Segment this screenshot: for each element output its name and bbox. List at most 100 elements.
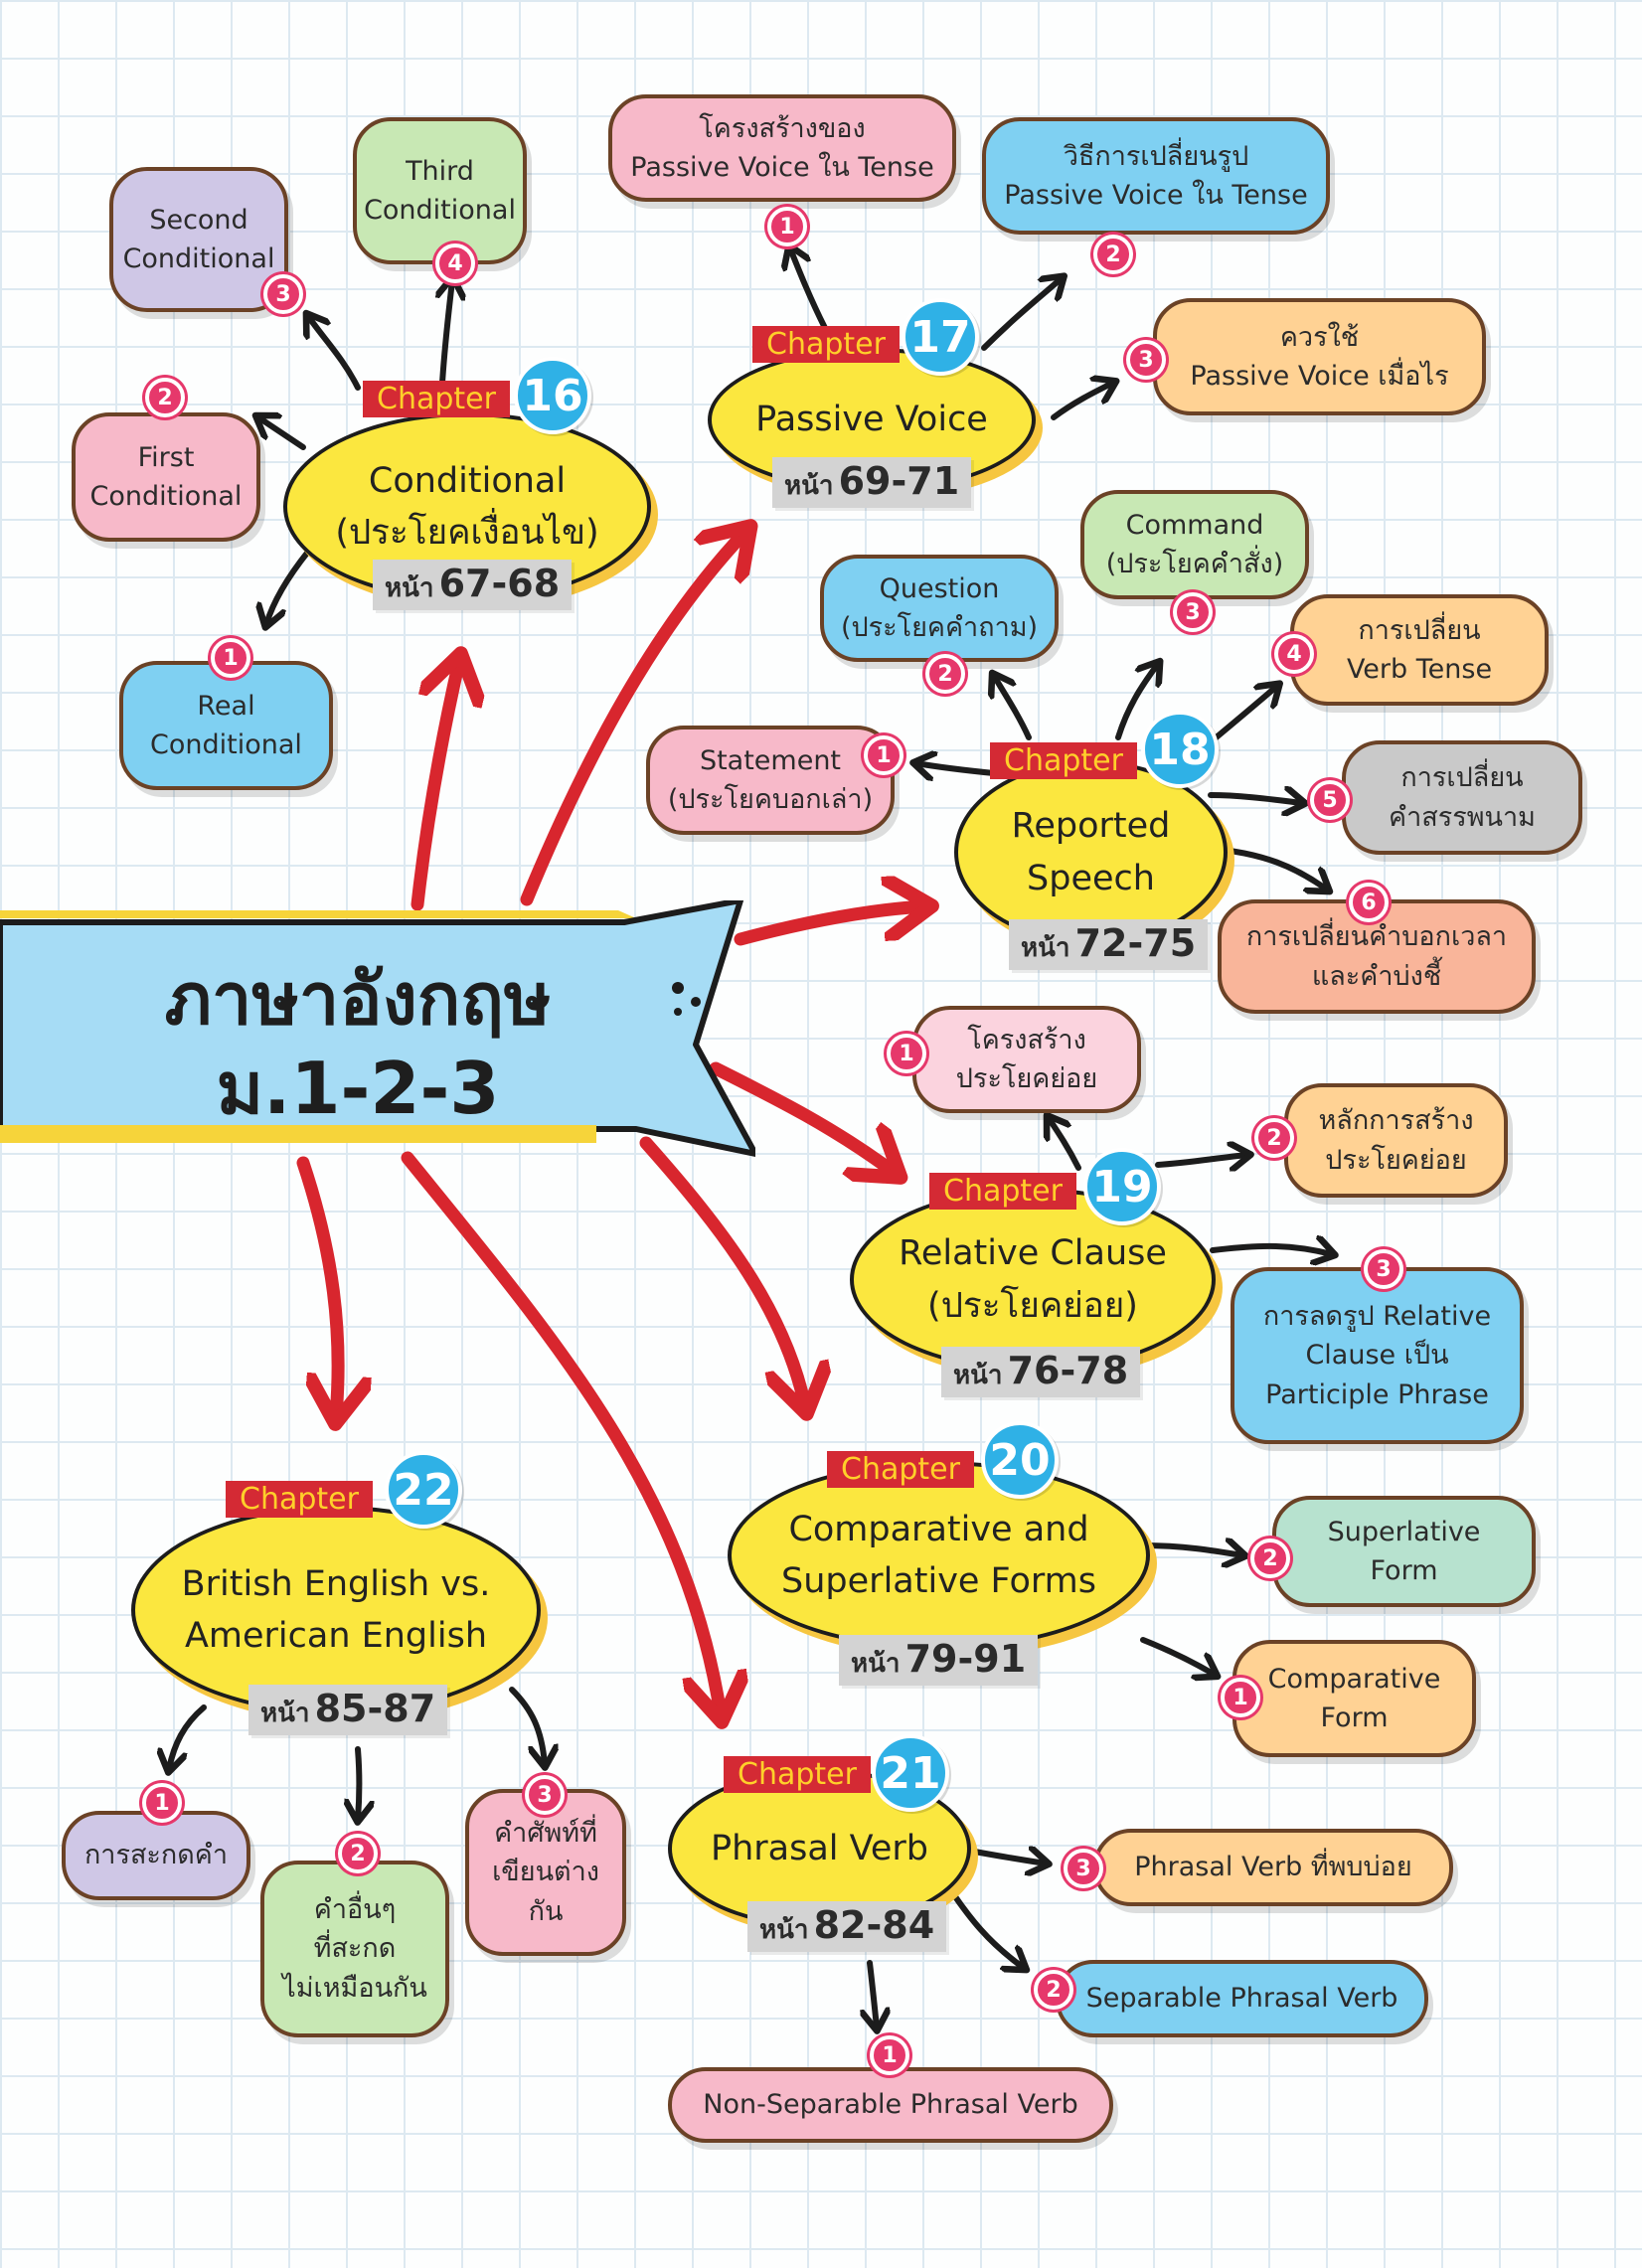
chapter-number: 16 bbox=[514, 357, 591, 434]
badge-18-4: 4 bbox=[1274, 634, 1314, 674]
page-range: หน้า 79-91 bbox=[839, 1635, 1039, 1686]
chapter-18-node[interactable]: Reported Speech Chapter 18 หน้า 72-75 bbox=[954, 711, 1242, 979]
link-17-3 bbox=[1051, 383, 1113, 420]
link-18-2 bbox=[994, 676, 1032, 740]
badge-18-6: 6 bbox=[1349, 883, 1389, 922]
badge-19-3: 3 bbox=[1364, 1249, 1403, 1289]
sub-19-3[interactable]: การลดรูป Relative Clause เป็น Participle… bbox=[1231, 1267, 1524, 1444]
badge-21-1: 1 bbox=[870, 2035, 909, 2075]
link-18-6 bbox=[1220, 847, 1327, 890]
chapter-number: 22 bbox=[385, 1451, 462, 1529]
page-range: หน้า 72-75 bbox=[1009, 919, 1209, 970]
chapter-19-node[interactable]: Relative Clause (ประโยคย่อย) Chapter 19 … bbox=[850, 1148, 1218, 1411]
sub-19-1[interactable]: โครงสร้าง ประโยคย่อย bbox=[912, 1006, 1141, 1113]
page-range: หน้า 69-71 bbox=[772, 457, 972, 508]
link-16-1 bbox=[266, 549, 311, 624]
chapter-title: Relative Clause (ประโยคย่อย) bbox=[850, 1188, 1216, 1372]
sub-18-3[interactable]: Command (ประโยคคำสั่ง) bbox=[1080, 490, 1309, 599]
link-22-2 bbox=[358, 1746, 360, 1819]
page-range: หน้า 76-78 bbox=[941, 1347, 1141, 1397]
title-banner bbox=[0, 900, 755, 1157]
sub-16-4[interactable]: Third Conditional bbox=[353, 117, 527, 264]
chapter-number: 19 bbox=[1083, 1148, 1161, 1225]
link-20-1 bbox=[1140, 1637, 1215, 1675]
badge-17-2: 2 bbox=[1093, 235, 1133, 274]
sub-17-1[interactable]: โครงสร้างของ Passive Voice ใน Tense bbox=[608, 94, 956, 202]
sub-20-2[interactable]: Superlative Form bbox=[1272, 1496, 1536, 1607]
chapter-label: Chapter bbox=[724, 1756, 871, 1793]
badge-16-4: 4 bbox=[435, 243, 475, 283]
link-16-2 bbox=[258, 417, 306, 450]
link-22-1 bbox=[169, 1704, 207, 1769]
badge-18-3: 3 bbox=[1173, 592, 1213, 632]
sub-22-2[interactable]: คำอื่นๆ ที่สะกด ไม่เหมือนกัน bbox=[260, 1861, 449, 2037]
arrow-to-chapter-22 bbox=[296, 1156, 338, 1416]
badge-20-2: 2 bbox=[1250, 1539, 1290, 1578]
badge-21-2: 2 bbox=[1034, 1970, 1073, 2010]
badge-17-3: 3 bbox=[1126, 340, 1166, 380]
badge-18-5: 5 bbox=[1310, 780, 1350, 820]
sub-22-1[interactable]: การสะกดคำ bbox=[62, 1811, 250, 1900]
main-title: ภาษาอังกฤษ ม.1-2-3 bbox=[164, 957, 552, 1130]
link-19-1 bbox=[1049, 1118, 1081, 1171]
page-range: หน้า 67-68 bbox=[373, 560, 573, 610]
page-range: หน้า 82-84 bbox=[747, 1901, 947, 1952]
link-18-5 bbox=[1208, 795, 1302, 803]
sub-18-1[interactable]: Statement (ประโยคบอกเล่า) bbox=[646, 726, 895, 835]
sub-20-1[interactable]: Comparative Form bbox=[1232, 1640, 1476, 1757]
link-18-3 bbox=[1115, 664, 1158, 740]
sub-16-1[interactable]: Real Conditional bbox=[119, 661, 333, 790]
badge-16-1: 1 bbox=[211, 638, 250, 678]
sub-17-3[interactable]: ควรใช้ Passive Voice เมื่อไร bbox=[1153, 298, 1486, 415]
link-17-1 bbox=[790, 248, 828, 331]
arrow-to-chapter-20 bbox=[639, 1136, 805, 1406]
chapter-number: 18 bbox=[1141, 711, 1219, 788]
chapter-label: Chapter bbox=[929, 1173, 1076, 1210]
chapter-label: Chapter bbox=[226, 1481, 373, 1518]
arrow-to-chapter-17 bbox=[520, 532, 745, 906]
badge-22-1: 1 bbox=[142, 1783, 182, 1823]
badge-19-1: 1 bbox=[887, 1034, 926, 1073]
page-range: หน้า 85-87 bbox=[248, 1685, 448, 1735]
link-20-2 bbox=[1140, 1545, 1242, 1555]
chapter-label: Chapter bbox=[990, 742, 1137, 779]
chapter-number: 21 bbox=[872, 1734, 949, 1812]
link-19-3 bbox=[1210, 1246, 1332, 1254]
badge-22-2: 2 bbox=[338, 1834, 378, 1873]
sub-17-2[interactable]: วิธีการเปลี่ยนรูป Passive Voice ใน Tense bbox=[982, 117, 1330, 235]
link-18-4 bbox=[1210, 686, 1277, 743]
sub-18-2[interactable]: Question (ประโยคคำถาม) bbox=[820, 555, 1059, 662]
chapter-20-node[interactable]: Comparative and Superlative Forms Chapte… bbox=[728, 1421, 1155, 1690]
sub-16-3[interactable]: Second Conditional bbox=[109, 167, 288, 312]
chapter-title: British English vs. American English bbox=[131, 1506, 541, 1714]
badge-16-2: 2 bbox=[145, 378, 185, 417]
link-18-1 bbox=[916, 763, 997, 773]
arrow-to-chapter-16 bbox=[410, 661, 459, 911]
chapter-title: Comparative and Superlative Forms bbox=[728, 1461, 1150, 1650]
link-21-1 bbox=[870, 1960, 877, 2027]
chapter-number: 17 bbox=[902, 298, 979, 376]
sub-16-2[interactable]: First Conditional bbox=[72, 412, 260, 542]
link-19-2 bbox=[1155, 1155, 1247, 1165]
sub-21-3[interactable]: Phrasal Verb ที่พบบ่อย bbox=[1093, 1829, 1453, 1906]
link-22-3 bbox=[509, 1687, 545, 1764]
sub-18-5[interactable]: การเปลี่ยน คำสรรพนาม bbox=[1342, 740, 1582, 855]
link-16-4 bbox=[442, 280, 452, 386]
chapter-22-node[interactable]: British English vs. American English Cha… bbox=[131, 1451, 549, 1749]
chapter-16-node[interactable]: Conditional (ประโยคเงื่อนไข) Chapter 16 … bbox=[283, 357, 666, 641]
badge-20-1: 1 bbox=[1221, 1678, 1260, 1717]
sub-19-2[interactable]: หลักการสร้าง ประโยคย่อย bbox=[1284, 1083, 1508, 1198]
arrow-to-chapter-19 bbox=[709, 1061, 895, 1173]
chapter-title: Reported Speech bbox=[954, 760, 1228, 944]
sub-22-3[interactable]: คำศัพท์ที่ เขียนต่างกัน bbox=[465, 1789, 626, 1956]
sub-21-2[interactable]: Separable Phrasal Verb bbox=[1056, 1960, 1428, 2037]
sub-18-4[interactable]: การเปลี่ยน Verb Tense bbox=[1290, 594, 1549, 706]
badge-19-2: 2 bbox=[1254, 1118, 1294, 1158]
link-21-2 bbox=[943, 1880, 1024, 1968]
chapter-label: Chapter bbox=[827, 1451, 974, 1488]
badge-18-2: 2 bbox=[925, 654, 965, 694]
chapter-21-node[interactable]: Phrasal Verb Chapter 21 หน้า 82-84 bbox=[668, 1734, 976, 1963]
sub-21-1[interactable]: Non-Separable Phrasal Verb bbox=[668, 2067, 1113, 2143]
chapter-17-node[interactable]: Passive Voice Chapter 17 หน้า 69-71 bbox=[708, 298, 1046, 522]
